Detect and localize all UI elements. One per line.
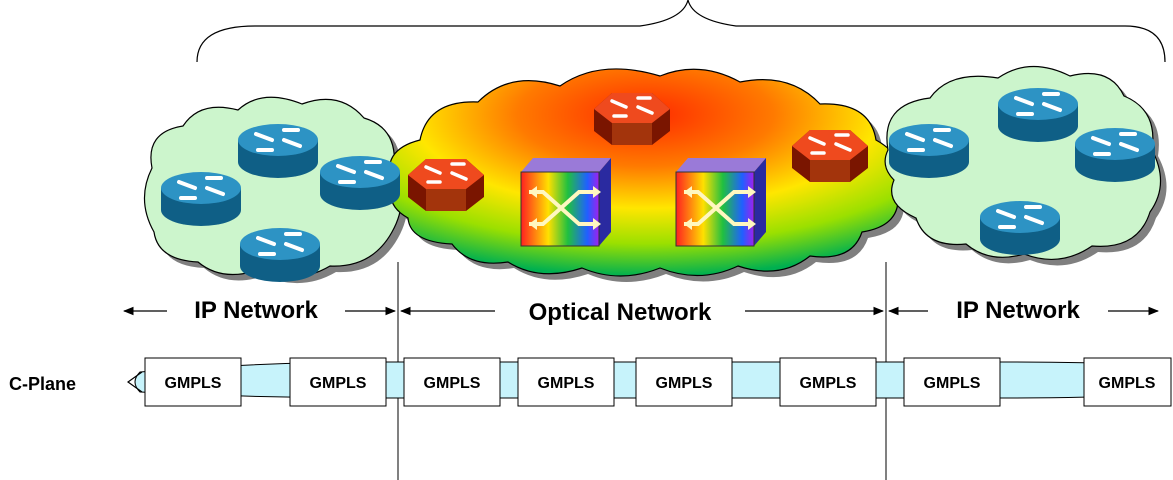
router-icon — [318, 154, 402, 212]
gmpls-box-label: GMPLS — [538, 375, 595, 392]
gmpls-box: GMPLS — [1083, 357, 1172, 407]
gmpls-box: GMPLS — [144, 357, 242, 407]
router-icon — [236, 122, 320, 180]
optical-router-icon — [790, 128, 870, 184]
router-icon — [978, 199, 1062, 257]
gmpls-box-label: GMPLS — [800, 375, 857, 392]
optical-crossconnect-icon — [674, 156, 768, 248]
router-icon — [996, 86, 1080, 144]
left-ip-cloud — [143, 96, 408, 284]
gmpls-box: GMPLS — [779, 357, 877, 407]
gmpls-box: GMPLS — [517, 357, 615, 407]
optical-router-icon — [592, 91, 672, 147]
left-ip-network-label: IP Network — [194, 297, 318, 324]
control-plane-tip — [126, 371, 143, 393]
router-icon — [159, 170, 243, 228]
optical-crossconnect-icon — [519, 156, 613, 248]
gmpls-box: GMPLS — [403, 357, 501, 407]
top-brace — [196, 0, 1166, 63]
right-ip-network-label: IP Network — [956, 297, 1080, 324]
gmpls-box-label: GMPLS — [165, 375, 222, 392]
optical-router-icon — [406, 157, 486, 213]
gmpls-box: GMPLS — [289, 357, 387, 407]
gmpls-box: GMPLS — [635, 357, 733, 407]
gmpls-box: GMPLS — [903, 357, 1001, 407]
router-icon — [1073, 126, 1157, 184]
gmpls-box-label: GMPLS — [310, 375, 367, 392]
right-ip-cloud — [884, 65, 1167, 266]
gmpls-box-label: GMPLS — [424, 375, 481, 392]
optical-network-label: Optical Network — [529, 299, 712, 326]
c-plane-label: C-Plane — [9, 374, 76, 394]
router-icon — [887, 122, 971, 180]
gmpls-box-label: GMPLS — [656, 375, 713, 392]
gmpls-box-label: GMPLS — [1099, 375, 1156, 392]
router-icon — [238, 226, 322, 284]
gmpls-box-label: GMPLS — [924, 375, 981, 392]
